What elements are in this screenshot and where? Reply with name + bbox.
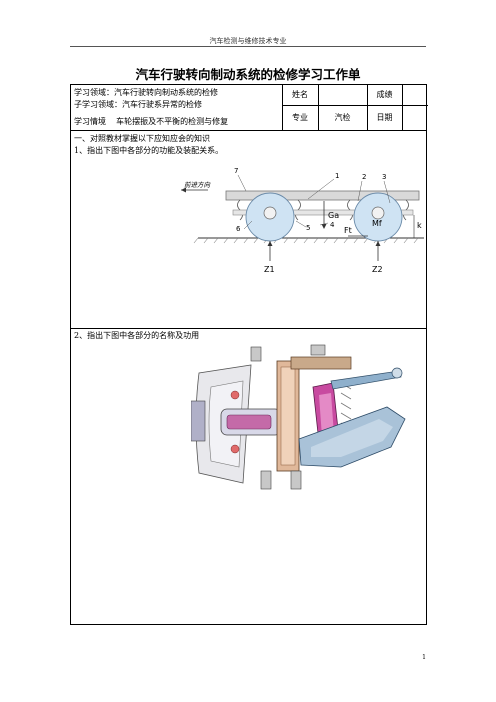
- knuckle-inner: [280, 366, 296, 466]
- ball-joint-outer: [391, 367, 403, 379]
- seal-ring: [230, 390, 240, 400]
- section-divider: [71, 328, 426, 329]
- header-rule: [70, 46, 426, 47]
- page-number: 1: [422, 654, 426, 661]
- page-header: 汽车检测与维修技术专业: [209, 37, 287, 45]
- front-hub: [263, 206, 277, 220]
- part-label-4: 4: [330, 221, 335, 229]
- mf-label: Mf: [372, 219, 382, 228]
- bottom-bolt-left: [260, 470, 272, 490]
- sub-learning-area: 子学习领域：汽车行驶系异常的检修: [74, 100, 202, 109]
- ga-arrowhead: [321, 224, 327, 229]
- learning-situation: 学习情境 车轮摆振及不平衡的检测与修复: [74, 117, 229, 126]
- grid-vline: [402, 85, 403, 130]
- grid-vline: [367, 85, 368, 130]
- major-value: 汽检: [334, 113, 351, 122]
- learning-area: 学习领域：汽车行驶转向制动系统的检修: [74, 88, 218, 97]
- document-title: 汽车行驶转向制动系统的检修学习工作单: [135, 67, 361, 82]
- date-label: 日期: [376, 113, 393, 122]
- part-label-2: 2: [362, 173, 366, 181]
- part-label-1: 1: [335, 172, 339, 180]
- k-label: k: [417, 221, 422, 230]
- suspension-cutaway-figure: [191, 343, 409, 499]
- worksheet-table: 学习领域：汽车行驶转向制动系统的检修 子学习领域：汽车行驶系异常的检修 学习情境…: [70, 84, 428, 625]
- info-row-divider: [71, 130, 426, 131]
- wheel-axle-diagram: 前进方向 Ga Ft Mf k Z1 Z2 1 2 3 4 5 6 7: [181, 167, 424, 274]
- rear-hub: [371, 206, 385, 220]
- grid-divider: [282, 105, 428, 106]
- top-bolt: [310, 344, 326, 356]
- leader-lines: [237, 174, 391, 230]
- part-label-3: 3: [382, 173, 386, 181]
- top-nut: [250, 346, 262, 362]
- part-label-7: 7: [234, 167, 238, 175]
- grid-vline: [318, 85, 319, 130]
- part-label-6: 6: [236, 225, 241, 233]
- section1-heading: 一、对照教材掌握以下应知应会的知识: [74, 134, 210, 143]
- direction-label: 前进方向: [184, 181, 211, 189]
- lower-arm-highlight: [311, 419, 393, 457]
- z1-label: Z1: [264, 265, 275, 274]
- major-label: 专业: [292, 113, 308, 122]
- upper-arm: [290, 356, 352, 370]
- grid-vline: [282, 85, 283, 130]
- ft-label: Ft: [344, 226, 352, 235]
- seal-ring-lower: [230, 444, 240, 454]
- bottom-bolt-right: [290, 470, 302, 490]
- question-2: 2、指出下图中各部分的名称及功用: [74, 331, 200, 340]
- frame-beam: [225, 190, 420, 201]
- z2-label: Z2: [372, 265, 383, 274]
- axle-bar: [232, 209, 414, 216]
- brake-shoe: [191, 400, 206, 442]
- z1-arrowhead: [267, 241, 273, 246]
- direction-arrowhead: [181, 187, 186, 193]
- part-label-5: 5: [306, 224, 310, 232]
- ga-label: Ga: [328, 211, 339, 220]
- hub-bearing: [226, 414, 272, 430]
- score-label: 成绩: [376, 90, 393, 99]
- z2-arrowhead: [375, 241, 381, 246]
- question-1: 1、指出下图中各部分的功能及装配关系。: [74, 146, 224, 155]
- tie-rod-arm: [330, 370, 402, 390]
- name-label: 姓名: [292, 90, 308, 99]
